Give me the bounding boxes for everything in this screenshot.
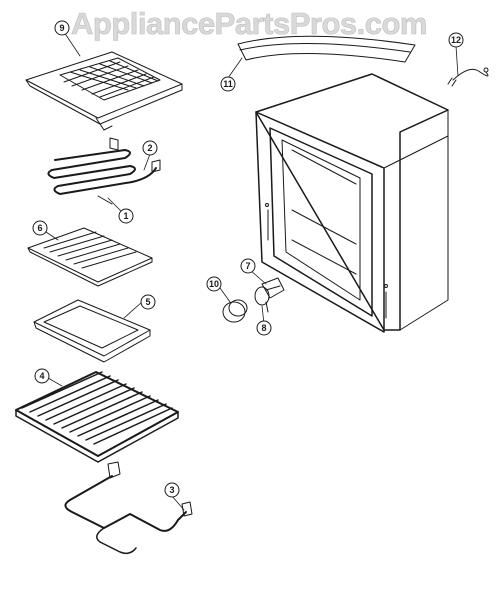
callout-label-5: 5 — [145, 297, 150, 307]
callout-11 — [220, 76, 236, 92]
part-3-bake-element — [64, 461, 193, 555]
callout-label-6: 6 — [37, 223, 42, 233]
callout-6 — [32, 220, 48, 236]
callout-12 — [448, 32, 464, 48]
callout-10 — [206, 276, 222, 292]
part-11-vent-strip — [237, 35, 416, 63]
callout-label-1: 1 — [123, 211, 128, 221]
part-8-lamp-bulb — [254, 286, 270, 313]
callout-label-9: 9 — [59, 23, 64, 33]
callout-8 — [256, 320, 272, 336]
callout-label-11: 11 — [223, 79, 233, 89]
callouts — [32, 20, 464, 498]
part-7-lamp-socket — [261, 277, 285, 299]
callout-9 — [54, 20, 70, 36]
part-9-broiler-tray — [25, 51, 183, 131]
part-4-oven-rack — [15, 371, 179, 463]
callout-label-12: 12 — [451, 35, 461, 45]
callout-3 — [164, 482, 180, 498]
callout-5 — [140, 294, 156, 310]
part-2-broil-element — [47, 137, 161, 205]
callout-2 — [142, 140, 158, 156]
callout-4 — [34, 368, 50, 384]
watermark-text: AppliancePartsPros.com — [71, 6, 428, 42]
part-6-broiler-grill — [27, 227, 153, 287]
callout-label-2: 2 — [147, 143, 152, 153]
callout-label-7: 7 — [245, 261, 250, 271]
part-5-broiler-pan — [33, 299, 151, 363]
part-10-lamp-lens — [222, 299, 248, 323]
callout-7 — [240, 258, 256, 274]
callout-1 — [118, 208, 134, 224]
callout-labels: 9 2 1 6 5 4 3 11 12 7 8 10 — [37, 23, 461, 495]
callout-label-4: 4 — [39, 371, 44, 381]
callout-label-3: 3 — [169, 485, 174, 495]
oven-cavity — [255, 73, 449, 333]
callout-label-10: 10 — [209, 279, 219, 289]
callout-label-8: 8 — [261, 323, 266, 333]
part-12-wire-lead — [447, 67, 489, 87]
